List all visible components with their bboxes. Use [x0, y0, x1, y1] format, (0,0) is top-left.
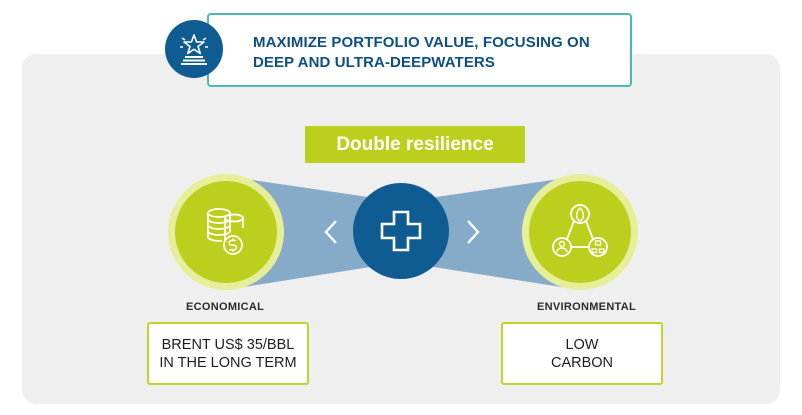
- coins-dollar-icon: [207, 208, 244, 255]
- environmental-label: ENVIRONMENTAL: [537, 301, 637, 313]
- chevron-right-icon: [467, 220, 480, 244]
- star-podium-icon: [165, 20, 223, 78]
- economical-box: BRENT US$ 35/BBL IN THE LONG TERM: [147, 322, 309, 385]
- economical-label: ECONOMICAL: [186, 301, 265, 313]
- double-resilience-title: Double resilience: [305, 126, 525, 163]
- left-pillar-circle: [168, 174, 284, 290]
- center-circle: [353, 183, 449, 279]
- right-pillar-circle: [522, 174, 638, 290]
- environmental-box: LOW CARBON: [501, 322, 663, 385]
- environmental-box-text: LOW CARBON: [550, 336, 614, 371]
- plus-icon: [380, 210, 422, 252]
- strategy-banner: MAXIMIZE PORTFOLIO VALUE, FOCUSING ON DE…: [207, 13, 632, 87]
- chevron-left-icon: [324, 220, 337, 244]
- banner-text: MAXIMIZE PORTFOLIO VALUE, FOCUSING ON DE…: [253, 34, 590, 71]
- economical-box-text: BRENT US$ 35/BBL IN THE LONG TERM: [159, 336, 297, 371]
- network-leaf-icon: [552, 204, 608, 257]
